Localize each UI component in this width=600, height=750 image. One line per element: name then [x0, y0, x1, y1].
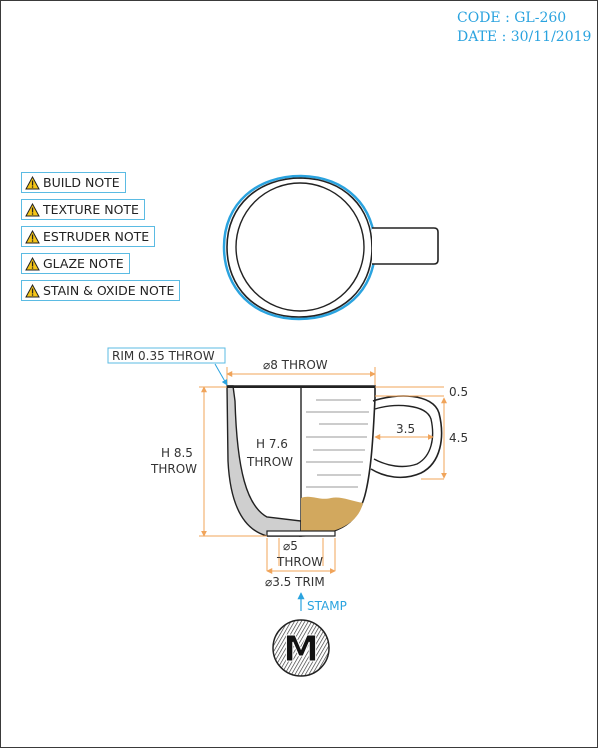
- inner-height-label: H 7.6: [256, 437, 288, 451]
- note-label: TEXTURE NOTE: [43, 202, 139, 217]
- stamp-callout: STAMP: [297, 592, 347, 613]
- warning-icon: [25, 175, 40, 189]
- top-view-handle: [372, 227, 439, 265]
- stamp-label: STAMP: [307, 599, 347, 613]
- date-label: DATE : 30/11/2019: [457, 29, 592, 45]
- note-label: STAIN & OXIDE NOTE: [43, 283, 175, 298]
- left-wall-section: [226, 385, 302, 537]
- build-note-button[interactable]: BUILD NOTE: [21, 172, 126, 193]
- note-label: BUILD NOTE: [43, 175, 120, 190]
- note-label: ESTRUDER NOTE: [43, 229, 150, 244]
- code-label: CODE : GL-260: [457, 10, 567, 26]
- top-view: [222, 174, 439, 321]
- stain-oxide-note-button[interactable]: STAIN & OXIDE NOTE: [21, 280, 181, 301]
- outer-height-label: H 8.5: [161, 446, 193, 460]
- trim-label: ⌀3.5 TRIM: [265, 575, 325, 589]
- handle-top-label: 0.5: [449, 385, 468, 399]
- stamp-icon: M: [272, 619, 330, 677]
- dimension-lines: [199, 367, 447, 574]
- foot-label-2: THROW: [276, 555, 323, 569]
- section-view: [226, 385, 443, 537]
- diameter-label: ⌀8 THROW: [263, 358, 328, 372]
- note-label: GLAZE NOTE: [43, 256, 124, 271]
- top-view-rim: [226, 177, 373, 318]
- warning-icon: [25, 283, 40, 297]
- glaze-fill: [301, 496, 363, 536]
- warning-icon: [25, 202, 40, 216]
- handle-width-label: 3.5: [396, 422, 415, 436]
- notes-list: BUILD NOTE TEXTURE NOTE ESTRUDER NOTE GL…: [21, 172, 181, 307]
- stamp-letter: M: [283, 629, 319, 670]
- rim-label: RIM 0.35 THROW: [112, 349, 215, 363]
- handle-inner: [373, 404, 434, 468]
- top-view-outer-rim: [222, 174, 377, 321]
- glaze-note-button[interactable]: GLAZE NOTE: [21, 253, 130, 274]
- handle-height-label: 4.5: [449, 431, 468, 445]
- inner-height-label-2: THROW: [246, 455, 293, 469]
- outer-height-label-2: THROW: [150, 462, 197, 476]
- texture-lines: [306, 399, 369, 488]
- texture-note-button[interactable]: TEXTURE NOTE: [21, 199, 145, 220]
- top-view-inner: [235, 182, 365, 312]
- rim-callout: RIM 0.35 THROW: [107, 347, 228, 386]
- warning-icon: [25, 229, 40, 243]
- warning-icon: [25, 256, 40, 270]
- foot-label: ⌀5: [283, 539, 298, 553]
- estruder-note-button[interactable]: ESTRUDER NOTE: [21, 226, 156, 247]
